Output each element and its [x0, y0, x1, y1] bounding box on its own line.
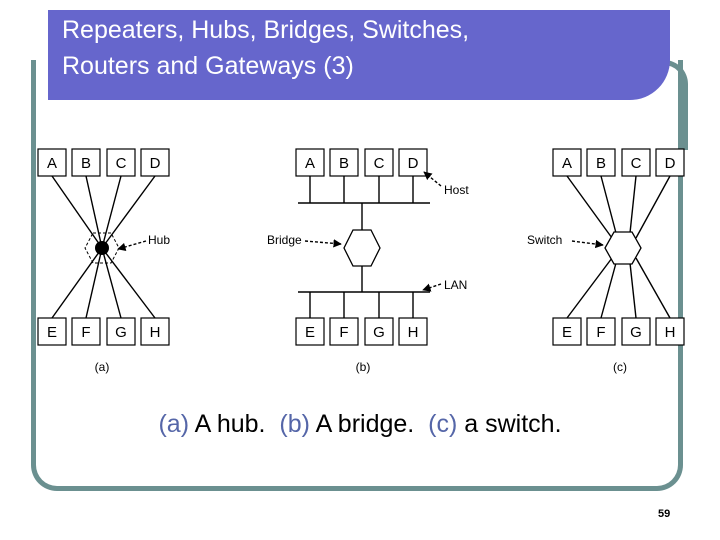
slide-title: Repeaters, Hubs, Bridges, Switches, Rout…: [62, 12, 662, 84]
switch-link-g: [629, 262, 637, 319]
host-pointer-arrow: [423, 171, 442, 187]
title-bar: [48, 10, 670, 100]
caption-text-c: a switch.: [464, 410, 562, 438]
bridge-lan-label: LAN: [444, 278, 467, 292]
switch-node-g-box: [621, 317, 651, 346]
bridge-node-e-box: [295, 317, 325, 346]
bridge-node-h: H: [408, 324, 419, 341]
hub-link-b: [85, 175, 103, 249]
switch-node-c: C: [631, 155, 642, 172]
switch-node-d: D: [665, 155, 676, 172]
bridge-node-c-box: [364, 148, 394, 177]
switch-node-b-box: [586, 148, 616, 177]
switch-node-h: H: [665, 324, 676, 341]
caption-text-b: A bridge.: [315, 410, 415, 438]
bridge-node-b: B: [339, 155, 349, 172]
bridge-device-label: Bridge: [267, 233, 302, 247]
slide-title-line-1: Repeaters, Hubs, Bridges, Switches,: [62, 16, 470, 44]
hub-link-e: [51, 247, 103, 319]
hub-node-e: E: [47, 324, 57, 341]
hub-link-f: [85, 247, 103, 319]
hub-node-g-box: [106, 317, 136, 346]
switch-link-f: [600, 262, 617, 319]
switch-node-c-box: [621, 148, 651, 177]
hub-device-label: Hub: [148, 233, 170, 247]
caption-tag-b: (b): [279, 410, 310, 438]
hub-node-a: A: [47, 155, 57, 172]
bridge-node-h-box: [398, 317, 428, 346]
bridge-node-e: E: [305, 324, 315, 341]
switch-device: [604, 231, 642, 265]
lan-pointer-arrow: [422, 283, 442, 292]
hub-node-d: D: [150, 155, 161, 172]
switch-node-g: G: [630, 324, 642, 341]
hub-link-h: [101, 247, 156, 319]
hub-node: [95, 241, 109, 255]
switch-panel-label: (c): [613, 360, 627, 374]
bridge-device: [343, 229, 381, 267]
switch-node-f-box: [586, 317, 616, 346]
slide-frame-corner: [661, 60, 688, 150]
switch-node-a: A: [562, 155, 572, 172]
hub-outline: [84, 232, 120, 264]
switch-pointer-arrow: [571, 239, 604, 249]
switch-panel: A B C D E F G H Switch (c): [527, 148, 685, 374]
hub-node-f: F: [81, 324, 90, 341]
bridge-node-d-box: [398, 148, 428, 177]
bridge-host-label: Host: [444, 183, 469, 197]
hub-node-g: G: [115, 324, 127, 341]
switch-node-e: E: [562, 324, 572, 341]
bridge-node-d: D: [408, 155, 419, 172]
hub-node-e-box: [37, 317, 67, 346]
bridge-node-g-box: [364, 317, 394, 346]
switch-node-h-box: [655, 317, 685, 346]
hub-node-a-box: [37, 148, 67, 177]
switch-link-a: [566, 175, 613, 239]
caption-text-a: A hub.: [194, 410, 266, 438]
switch-node-d-box: [655, 148, 685, 177]
hub-node-c: C: [116, 155, 127, 172]
slide-frame: [31, 60, 683, 491]
hub-link-d: [101, 175, 156, 249]
switch-link-b: [600, 175, 617, 234]
switch-link-c: [629, 175, 637, 234]
hub-panel-label: (a): [95, 360, 110, 374]
bridge-node-a: A: [305, 155, 315, 172]
hub-link-a: [51, 175, 103, 249]
caption-tag-a: (a): [158, 410, 190, 438]
hub-node-h: H: [150, 324, 161, 341]
hub-link-c: [101, 175, 122, 249]
slide-title-line-2: Routers and Gateways (3): [62, 52, 354, 80]
hub-link-g: [101, 247, 122, 319]
hub-pointer-arrow: [117, 240, 147, 251]
hub-panel: A B C D E F G H Hub (a): [37, 148, 170, 374]
switch-node-a-box: [552, 148, 582, 177]
slide-caption: (a) A hub. (b) A bridge. (c) a switch.: [0, 410, 720, 439]
hub-node-f-box: [71, 317, 101, 346]
switch-node-e-box: [552, 317, 582, 346]
page-number: 59: [658, 508, 671, 520]
bridge-node-f-box: [329, 317, 359, 346]
switch-node-b: B: [596, 155, 606, 172]
bridge-pointer-arrow: [304, 239, 342, 248]
hub-node-c-box: [106, 148, 136, 177]
hub-node-d-box: [140, 148, 170, 177]
switch-link-d: [635, 175, 671, 239]
bridge-panel-label: (b): [356, 360, 371, 374]
hub-node-b-box: [71, 148, 101, 177]
bridge-node-g: G: [373, 324, 385, 341]
bridge-node-a-box: [295, 148, 325, 177]
bridge-node-b-box: [329, 148, 359, 177]
bridge-node-f: F: [339, 324, 348, 341]
caption-tag-c: (c): [428, 410, 458, 438]
bridge-node-c: C: [374, 155, 385, 172]
switch-device-label: Switch: [527, 233, 562, 247]
bridge-panel: A B C D E F G H Host Bridge LAN (b): [267, 148, 469, 374]
hub-node-h-box: [140, 317, 170, 346]
switch-node-f: F: [596, 324, 605, 341]
switch-link-e: [566, 257, 613, 319]
hub-node-b: B: [81, 155, 91, 172]
switch-link-h: [635, 257, 671, 319]
